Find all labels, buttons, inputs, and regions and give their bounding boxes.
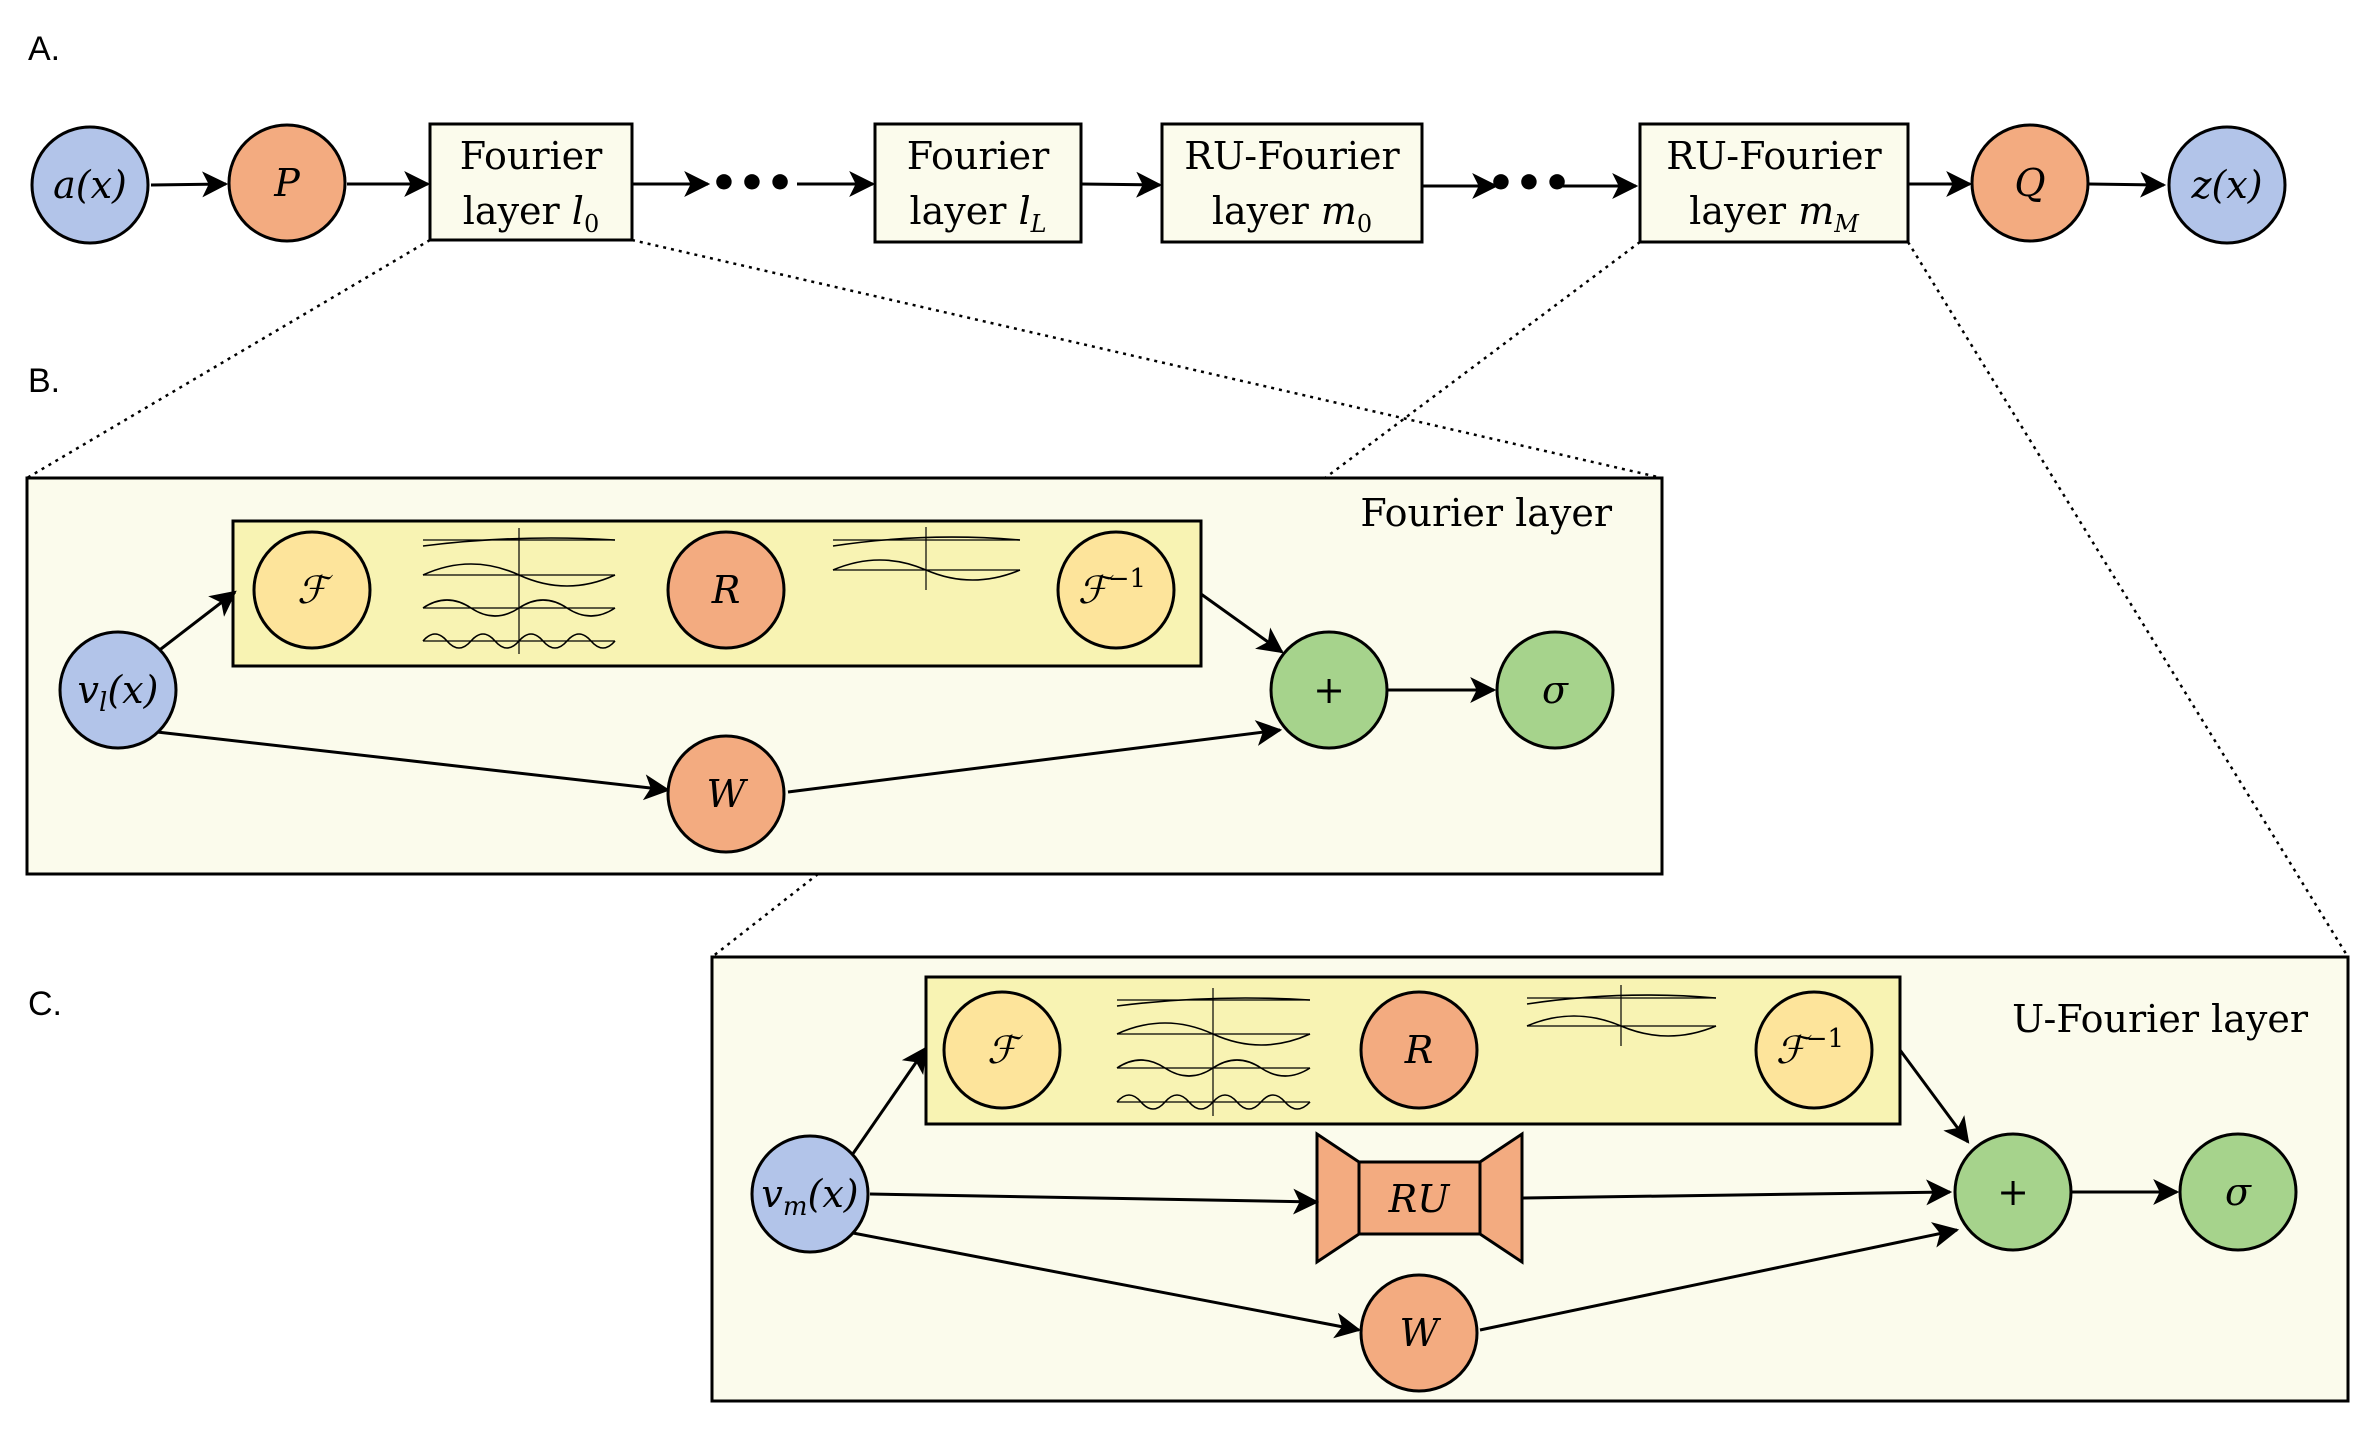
filter-node-r-c: R: [1359, 990, 1479, 1110]
svg-text:vm(x): vm(x): [761, 1172, 858, 1222]
ru-unet-label: RU: [1388, 1177, 1452, 1221]
project-node-q-label: Q: [2014, 161, 2045, 205]
add-node-c: +: [1953, 1132, 2073, 1252]
fourier-layer-title: Fourier layer: [1360, 491, 1612, 535]
panel-c-u-fourier-layer: U-Fourier layer RU: [710, 955, 2350, 1403]
inverse-fourier-node-c: ℱ−1: [1754, 990, 1874, 1110]
edge-w-to-add-c: [1479, 1222, 1960, 1332]
input-node-vl-main: v: [78, 668, 100, 712]
activation-node-c: σ: [2178, 1132, 2298, 1252]
zoom-line-b-right: [631, 238, 1663, 480]
activation-node-b-label: σ: [1542, 668, 1569, 712]
zoom-lines: [26, 238, 2350, 958]
activation-node-b: σ: [1495, 630, 1615, 750]
fourier-layer-l0-symbol: l: [572, 189, 584, 233]
ru-fourier-layer-mm-line2: layer: [1689, 189, 1798, 233]
fourier-layer-ll-symbol: l: [1018, 189, 1030, 233]
edge-vl-to-fourier: [156, 590, 237, 654]
zoom-line-c-left-lower: [711, 873, 819, 958]
zoom-line-c-right: [1906, 241, 2350, 958]
add-node-b: +: [1269, 630, 1389, 750]
filter-node-r-b-label: R: [711, 568, 741, 612]
output-node-z-label: z(x): [2190, 163, 2262, 207]
svg-text:layer l0: layer l0: [463, 189, 599, 238]
linear-node-w-b: W: [666, 734, 786, 854]
edge-vl-to-w: [156, 730, 671, 801]
edge-a-to-p: [150, 171, 229, 198]
edge-spectral-to-add-c: [1898, 1049, 1970, 1144]
zoom-line-b-left: [26, 238, 431, 480]
edge-vm-to-ru: [869, 1188, 1320, 1215]
ellipsis-1: •••: [710, 158, 794, 209]
panel-a: A. a(x) P Fourier layer l0 ••• Fourier: [28, 30, 2287, 245]
panel-a-label: A.: [28, 30, 60, 68]
add-node-c-label: +: [1997, 1170, 2029, 1214]
ru-fourier-layer-m0-line2: layer: [1212, 189, 1321, 233]
ru-fourier-layer-mm-block: RU-Fourier layer mM: [1638, 122, 1910, 244]
zoom-line-c-left-upper: [1324, 240, 1641, 480]
edge-ru-to-add: [1521, 1179, 1953, 1206]
svg-text:layer lL: layer lL: [909, 189, 1046, 238]
fourier-layer-ll-line2: layer: [909, 189, 1018, 233]
ru-fourier-layer-m0-symbol: m: [1321, 189, 1357, 233]
linear-node-w-c-label: W: [1399, 1311, 1441, 1355]
fourier-layer-l0-block: Fourier layer l0: [428, 122, 634, 242]
fourier-layer-ll-block: Fourier layer lL: [873, 122, 1083, 244]
inverse-fourier-node-c-sup: −1: [1806, 1024, 1844, 1054]
input-node-vl-tail: (x): [107, 668, 158, 712]
fourier-layer-l0-subscript: 0: [584, 210, 599, 238]
filter-node-r-c-label: R: [1404, 1028, 1434, 1072]
input-node-a-label: a(x): [53, 163, 127, 207]
fourier-layer-ll-line1: Fourier: [907, 134, 1050, 178]
panel-b-fourier-layer: Fourier layer vl(x): [25, 476, 1664, 876]
ru-unet-block: RU: [1315, 1131, 1524, 1265]
edge-vm-to-w: [852, 1231, 1362, 1339]
ru-fourier-layer-mm-line1: RU-Fourier: [1666, 134, 1882, 178]
ru-fourier-layer-mm-symbol: m: [1798, 189, 1834, 233]
ru-fourier-layer-m0-line1: RU-Fourier: [1184, 134, 1400, 178]
ellipsis-2: •••: [1487, 158, 1571, 209]
add-node-b-label: +: [1313, 668, 1345, 712]
ru-fourier-layer-mm-subscript: M: [1833, 210, 1860, 238]
edge-vm-to-fourier: [848, 1046, 928, 1159]
ru-fourier-layer-m0-block: RU-Fourier layer m0: [1160, 122, 1424, 244]
svg-text:vl(x): vl(x): [78, 668, 159, 718]
edge-w-to-add: [787, 720, 1283, 794]
output-node-z: z(x): [2167, 125, 2287, 245]
fourier-layer-ll-subscript: L: [1030, 210, 1047, 238]
lift-node-p-label: P: [273, 161, 301, 205]
panel-b-label: B.: [28, 362, 60, 400]
lift-node-p: P: [227, 123, 347, 243]
input-node-vl-sub: l: [99, 688, 107, 718]
edge-q-to-z: [2088, 171, 2167, 198]
input-node-vm-main: v: [761, 1172, 783, 1216]
panel-c-label: C.: [28, 985, 62, 1023]
edge-spectral-to-add: [1200, 592, 1284, 654]
inverse-fourier-node-b: ℱ−1: [1056, 530, 1176, 650]
svg-text:layer mM: layer mM: [1689, 189, 1860, 238]
fourier-modes-waves-c: [1116, 985, 1717, 1116]
svg-text:layer m0: layer m0: [1212, 189, 1372, 238]
fourier-modes-waves-b: [422, 527, 1021, 654]
input-node-vm-sub: m: [783, 1192, 808, 1222]
fourier-layer-l0-line1: Fourier: [460, 134, 603, 178]
input-node-vl: vl(x): [58, 630, 178, 750]
input-node-a: a(x): [30, 125, 150, 245]
edge-fourier-ll-to-ru-m0: [1080, 171, 1163, 198]
linear-node-w-c: W: [1359, 1273, 1479, 1393]
u-fourier-layer-title: U-Fourier layer: [2012, 997, 2309, 1041]
input-node-vm-tail: (x): [808, 1172, 859, 1216]
fourier-transform-node-c: ℱ: [942, 990, 1062, 1110]
ru-fourier-layer-m0-subscript: 0: [1357, 210, 1372, 238]
fourier-layer-l0-line2: layer: [463, 189, 572, 233]
fourier-transform-node-b: ℱ: [252, 530, 372, 650]
filter-node-r-b: R: [666, 530, 786, 650]
activation-node-c-label: σ: [2225, 1170, 2252, 1214]
linear-node-w-b-label: W: [706, 772, 748, 816]
input-node-vm: vm(x): [750, 1134, 870, 1254]
project-node-q: Q: [1970, 123, 2090, 243]
inverse-fourier-node-b-sup: −1: [1108, 564, 1146, 594]
